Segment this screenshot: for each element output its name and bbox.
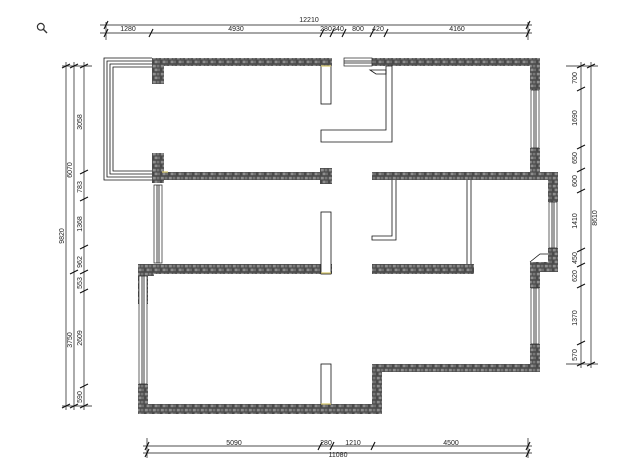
bottom-dim-3: 1210 <box>345 440 361 447</box>
wall-top-left <box>152 58 332 66</box>
wall-top-right <box>372 58 540 66</box>
top-dim-4: 340 <box>332 26 344 33</box>
right-dim-7: 620 <box>572 270 579 282</box>
left-inner-dim-4: 962 <box>77 256 84 268</box>
wall-right-mid <box>530 148 540 176</box>
left-inner-dim-7: 590 <box>77 391 84 403</box>
magnifier-icon[interactable] <box>36 22 48 34</box>
right-dimension: 700 1690 650 600 1410 450 620 1370 570 8… <box>566 62 599 368</box>
top-dim-7: 4160 <box>449 26 465 33</box>
balcony-window <box>103 57 152 181</box>
wall-left-upper <box>152 58 164 84</box>
top-dim-2: 4930 <box>228 26 244 33</box>
right-dim-3: 650 <box>572 152 579 164</box>
right-dim-2: 1690 <box>572 110 579 126</box>
wall-right-upper <box>530 58 540 90</box>
wall-left-low <box>138 384 148 414</box>
left-outer-dim-2: 3750 <box>67 332 74 348</box>
left-outer-dim-1: 6070 <box>67 162 74 178</box>
wall-lower-mid-left <box>152 264 332 274</box>
right-dim-1: 700 <box>572 72 579 84</box>
right-dim-5: 1410 <box>572 213 579 229</box>
walls <box>138 58 558 414</box>
partitions <box>162 65 548 405</box>
top-dim-5: 800 <box>352 26 364 33</box>
top-dim-3: 280 <box>320 26 332 33</box>
left-dimension: 9820 6070 3750 3058 783 1368 962 553 260… <box>59 62 92 410</box>
wall-left-mid <box>152 153 164 183</box>
bottom-dim-2: 280 <box>320 440 332 447</box>
wall-right-low <box>530 344 540 370</box>
left-inner-dim-3: 1368 <box>77 216 84 232</box>
wall-bottom-right <box>372 364 540 372</box>
bottom-total-dim: 11080 <box>329 452 348 459</box>
windows <box>138 57 558 385</box>
top-dim-6: 420 <box>372 26 384 33</box>
bottom-dim-4: 4500 <box>443 440 459 447</box>
right-dim-6: 450 <box>572 252 579 264</box>
top-total-dim: 12210 <box>299 17 319 24</box>
bottom-dimension: 5090 280 1210 4500 11080 <box>143 438 532 459</box>
wall-mid-left <box>164 172 332 180</box>
left-inner-dim-1: 3058 <box>77 114 84 130</box>
wall-right-step <box>530 262 558 272</box>
wall-right-jog-lower <box>548 248 558 270</box>
wall-mid-right <box>372 172 558 180</box>
left-inner-dim-2: 783 <box>77 181 84 193</box>
wall-lower-mid-right <box>372 264 474 274</box>
wall-mid-pillar <box>320 168 332 184</box>
top-dim-1: 1280 <box>120 26 136 33</box>
bottom-dim-1: 5090 <box>226 440 242 447</box>
wall-bottom <box>138 404 382 414</box>
wall-bottom-corner <box>372 372 382 414</box>
top-dimension: 12210 1280 4930 280 340 800 420 4160 <box>100 17 532 40</box>
wall-right-jog <box>548 172 558 202</box>
right-dim-9: 570 <box>572 349 579 361</box>
left-inner-dim-5: 553 <box>77 277 84 289</box>
right-dim-8: 1370 <box>572 310 579 326</box>
right-total-dim: 8610 <box>592 210 599 226</box>
left-total-dim: 9820 <box>59 228 66 244</box>
right-dim-4: 600 <box>572 175 579 187</box>
wall-right-low-upper <box>530 262 540 288</box>
left-inner-dim-6: 2609 <box>77 330 84 346</box>
